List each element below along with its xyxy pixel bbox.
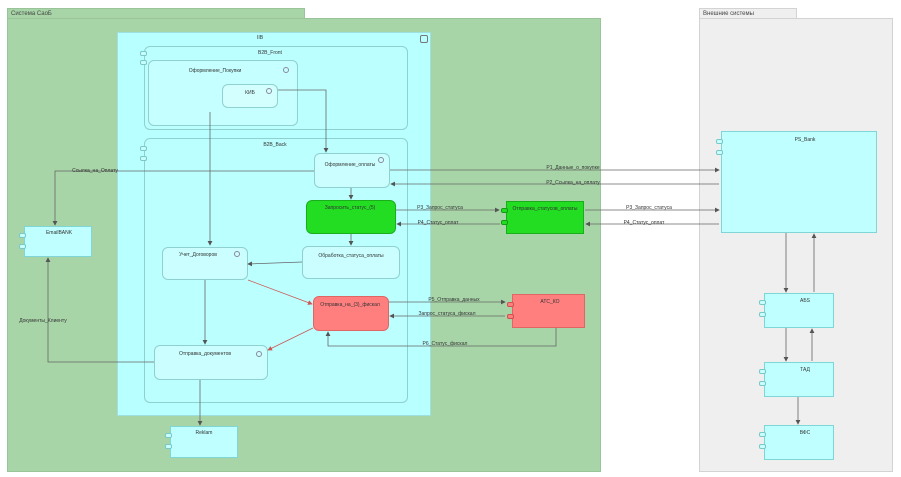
ats-ko-port-top [507,302,514,307]
edge-kib-oplata [278,89,329,153]
ps-bank-label: PS_Bank [794,137,816,143]
external-systems-tab: Внешние системы [699,8,797,19]
email-bank-label: EmailBANK [45,230,73,236]
zaprosit-status-node[interactable] [306,200,396,234]
otpravka-dokumentov-icon [256,351,262,357]
otpravka-statusa-port-top [501,208,508,213]
ps-bank-port-bottom [716,150,723,155]
reklama-label: Reklam [195,430,213,436]
otpravka-dokumentov-node[interactable] [154,345,268,380]
edge-label-p4-right: P4_Статус_оплат [623,220,665,226]
bfs-port-bottom [759,444,766,449]
bfs-port-top [759,432,766,437]
ats-ko-label: АТС_КО [540,299,560,305]
zaprosit-status-label: Запросить_статус_(5) [324,205,376,211]
reklama-node[interactable] [170,426,238,458]
b2b-back-label: B2B_Back [263,142,287,148]
edge-label-p4-left: P4_Статус_оплат [417,220,459,226]
edge-obrabotka-uchet [247,261,303,267]
otpravka-dokumentov-label: Отправка_документов [179,351,231,357]
edge-label-email-link: Ссылка_на_Оплату [72,168,118,174]
obrabotka-statusa-label: Обработка_статуса_оплаты [318,253,384,259]
otpravka-fiskal-node[interactable] [313,296,389,331]
otpravka-statusa-port-bottom [501,220,508,225]
oformlenie-pokupki-label: Оформление_Покупки [188,68,242,74]
otpravka-statusa-node[interactable] [506,201,584,234]
tsad-port-bottom [759,381,766,386]
edge-label-p3-left: P3_Запрос_статуса [417,205,463,211]
edge-label-p6: Запрос_статуса_фискал [418,311,476,317]
edge-uchet-fiskal [247,279,313,305]
kib-icon [266,88,272,94]
iib-label: IIB [256,35,264,41]
settings-icon [420,35,428,43]
ps-bank-port-top [716,139,723,144]
tsad-label: ТАД [800,367,810,373]
edge-docs-email [45,257,154,363]
uchet-dogovorov-label: Учет_Договоров [179,252,217,258]
reklama-port-bottom [165,444,172,449]
email-bank-port-top [19,233,26,238]
otpravka-statusa-label: Отправка_статусов_оплаты [512,206,578,212]
edge-label-p1: P1_Данные_о_покупке [546,165,600,171]
bfs-label: ВФС [799,430,811,436]
abs-port-top [759,300,766,305]
oformlenie-oplaty-icon [378,157,384,163]
main-system-tab: Система СаоБ [7,8,305,19]
edge-email-link [52,170,314,226]
tsad-node[interactable] [764,362,834,397]
edge-p7 [325,328,557,347]
oformlenie-oplaty-label: Оформление_оплаты [324,162,376,168]
b2b-back-port-top [140,146,147,151]
oformlenie-oplaty-node[interactable] [314,153,390,188]
bfs-node[interactable] [764,425,834,460]
oformlenie-pokupki-icon [283,67,289,73]
email-bank-node[interactable] [24,226,92,257]
ats-ko-node[interactable] [512,294,585,328]
edge-label-p3-right: P3_Запрос_статуса [626,205,672,211]
tsad-port-top [759,369,766,374]
abs-label: АБS [800,298,810,304]
edge-label-p7: P6_Статус_фискал [422,341,468,347]
email-bank-port-bottom [19,244,26,249]
ps-bank-node[interactable] [721,131,877,233]
b2b-front-label: B2B_Front [258,50,282,56]
otpravka-fiskal-label: Отправка_на_(3)_фискал [320,302,380,308]
kib-node[interactable] [222,84,278,108]
edge-label-p2: P2_Ссылка_на_оплату [546,180,600,186]
ats-ko-port-bottom [507,314,514,319]
reklama-port-top [165,433,172,438]
uchet-dogovorov-icon [234,251,240,257]
b2b-front-port-top [140,51,147,56]
edge-label-p5: P5_Отправка_данных [428,297,480,303]
edge-label-docs-client: Документы_Клиенту [19,318,67,324]
b2b-front-port-bottom [140,60,147,65]
abs-node[interactable] [764,293,834,328]
obrabotka-statusa-node[interactable] [302,246,400,279]
b2b-back-port-bottom [140,156,147,161]
abs-port-bottom [759,312,766,317]
edge-fiskal-docs [267,327,314,351]
kib-label: КИБ [245,90,255,96]
